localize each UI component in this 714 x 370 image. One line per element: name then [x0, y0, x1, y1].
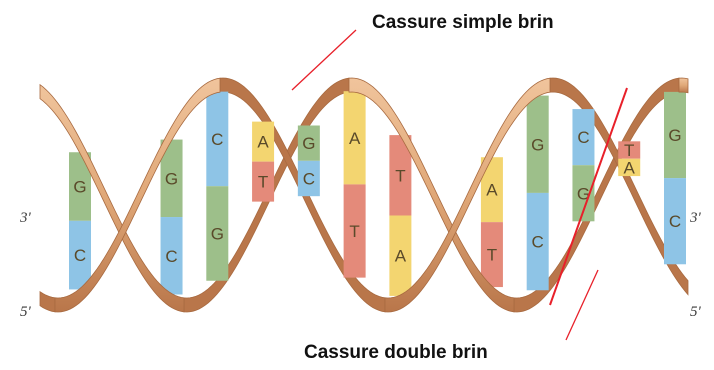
strand-end-left-bottom: 5' [20, 304, 32, 320]
base-letter-top: C [577, 128, 589, 147]
base-pair: AT [344, 91, 366, 277]
base-pair: AT [481, 157, 503, 287]
base-letter-bottom: C [303, 170, 315, 189]
base-letter-bottom: T [349, 222, 359, 241]
single-strand-break-caption: Cassure simple brin [372, 12, 554, 34]
base-letter-top: G [302, 134, 315, 153]
base-letter-top: G [668, 126, 681, 145]
strand-end-right-top: 3' [689, 210, 702, 226]
base-letter-top: A [257, 133, 269, 152]
base-pair: CG [572, 109, 594, 221]
base-pair: CG [206, 92, 228, 281]
base-letter-top: C [211, 130, 223, 149]
strand-a-segment [679, 78, 688, 93]
base-pair: GC [664, 92, 686, 264]
single-strand-break-gap [282, 80, 298, 104]
strand-b-segment [40, 292, 55, 312]
base-letter-bottom: T [487, 246, 497, 265]
base-letter-bottom: C [669, 212, 681, 231]
base-pair: AT [252, 122, 274, 202]
base-pair: GC [161, 140, 183, 295]
base-letter-bottom: G [211, 224, 224, 243]
base-pair: GC [527, 96, 549, 291]
base-letter-top: G [165, 169, 178, 188]
base-letter-bottom: A [624, 158, 636, 177]
base-letter-top: G [531, 135, 544, 154]
base-letter-bottom: C [165, 247, 177, 266]
base-letter-top: T [624, 141, 634, 160]
double-strand-break-pointer [566, 270, 598, 340]
base-pair: TA [389, 135, 411, 296]
base-pair: TA [618, 141, 640, 177]
base-letter-bottom: A [395, 247, 407, 266]
strand-end-right-bottom: 5' [690, 304, 702, 320]
base-letter-bottom: T [258, 173, 268, 192]
base-letter-top: A [486, 181, 498, 200]
strand-end-left-top: 3' [19, 210, 32, 226]
base-pair: GC [298, 126, 320, 197]
base-letter-top: G [73, 178, 86, 197]
base-pair: GC [69, 152, 91, 289]
base-letter-top: T [395, 166, 405, 185]
base-letter-top: A [349, 129, 361, 148]
double-strand-break-caption: Cassure double brin [304, 342, 488, 364]
base-letter-bottom: C [74, 246, 86, 265]
base-letter-bottom: C [532, 233, 544, 252]
